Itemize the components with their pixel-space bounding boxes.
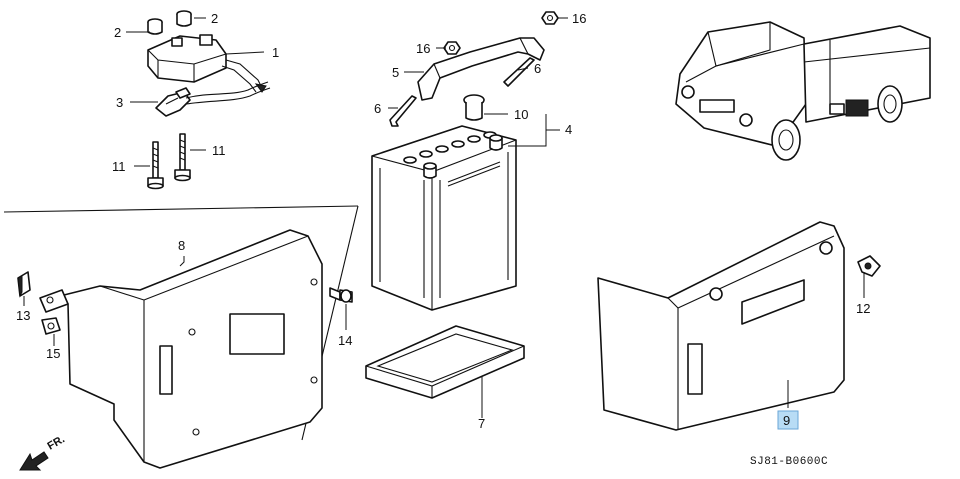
bolt-left <box>147 141 164 190</box>
callout-9-highlight <box>777 410 799 430</box>
callout-6-left: 6 <box>374 101 381 116</box>
front-direction-label: FR. <box>46 433 67 452</box>
callout-8: 8 <box>178 238 185 253</box>
callout-14: 14 <box>338 333 352 348</box>
battery-hold-down <box>389 11 559 127</box>
flange-nut-left <box>443 41 461 55</box>
callout-15: 15 <box>46 346 60 361</box>
callout-4: 4 <box>565 122 572 137</box>
callout-7: 7 <box>478 416 485 431</box>
clip-nut-13 <box>17 271 31 298</box>
bolt-right <box>174 133 191 182</box>
callout-9: 9 <box>783 413 790 428</box>
callout-11-left: 11 <box>112 159 126 174</box>
diagram-code: SJ81-B0600C <box>750 456 828 468</box>
hold-down-rod-right <box>503 57 535 87</box>
callout-2-right: 2 <box>211 11 218 26</box>
callout-1: 1 <box>272 45 279 60</box>
callout-10: 10 <box>514 107 528 122</box>
callout-12: 12 <box>856 301 870 316</box>
terminal-cover <box>463 94 485 121</box>
callout-6-right: 6 <box>534 61 541 76</box>
flange-nut-right <box>541 11 559 25</box>
cable-clip <box>155 81 271 117</box>
screw-15 <box>41 317 61 335</box>
battery <box>371 125 517 311</box>
clip-12 <box>857 255 881 277</box>
truck-illustration <box>675 21 931 161</box>
callout-5: 5 <box>392 65 399 80</box>
screw-14 <box>329 287 353 303</box>
callout-11-right: 11 <box>212 143 226 158</box>
hold-down-rod-left <box>389 95 417 127</box>
battery-cover-right <box>597 221 845 431</box>
leader-lines <box>23 17 865 418</box>
callout-3: 3 <box>116 95 123 110</box>
rubber-cap-left <box>147 18 163 35</box>
callout-16-right: 16 <box>572 11 586 26</box>
callout-2-left: 2 <box>114 25 121 40</box>
cable-connector-assembly <box>147 10 271 190</box>
hold-down-bracket <box>417 37 545 101</box>
battery-cover-left <box>3 205 359 469</box>
callout-16-left: 16 <box>416 41 430 56</box>
rubber-cap-right <box>176 10 192 27</box>
callout-13: 13 <box>16 308 30 323</box>
front-direction-arrow: FR. <box>19 433 67 471</box>
callout-labels: 1 2 2 3 4 5 6 6 7 8 9 10 11 11 12 13 14 … <box>16 11 870 431</box>
fuse-box <box>147 34 267 93</box>
battery-tray <box>365 325 525 399</box>
